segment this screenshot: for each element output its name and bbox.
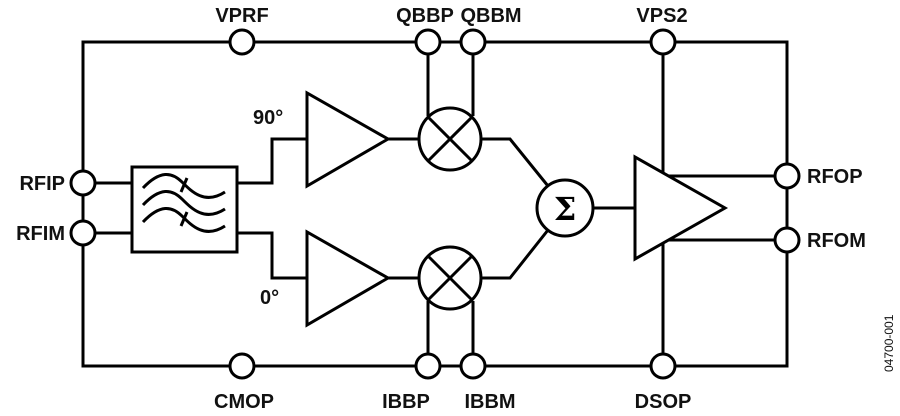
label-rfom: RFOM xyxy=(807,230,866,252)
summer-symbol: Σ xyxy=(554,190,577,228)
pin-cmop xyxy=(228,352,256,380)
pin-ibbm xyxy=(459,352,487,380)
label-vprf: VPRF xyxy=(215,5,268,27)
label-ibbp: IBBP xyxy=(382,391,430,413)
figure-number: 04700-001 xyxy=(882,314,896,372)
pin-dsop xyxy=(649,352,677,380)
pin-qbbp xyxy=(414,28,442,56)
pin-qbbm xyxy=(459,28,487,56)
pin-rfom xyxy=(773,226,801,254)
pin-rfop xyxy=(773,162,801,190)
label-dsop: DSOP xyxy=(635,391,692,413)
label-ibbm: IBBM xyxy=(464,391,515,413)
label-qbbm: QBBM xyxy=(460,5,521,27)
label-cmop: CMOP xyxy=(214,391,274,413)
output-amp xyxy=(633,154,729,262)
mixer-i xyxy=(417,245,483,311)
mixer-q xyxy=(417,106,483,172)
buffer-amp-i xyxy=(305,229,392,328)
label-rfop: RFOP xyxy=(807,166,863,188)
label-vps2: VPS2 xyxy=(636,5,687,27)
label-rfim: RFIM xyxy=(16,223,65,245)
polyphase-filter xyxy=(96,165,239,254)
pin-vprf xyxy=(228,28,256,56)
buffer-amp-q xyxy=(305,90,392,189)
label-0-degrees: 0° xyxy=(260,287,279,309)
label-rfip: RFIP xyxy=(19,173,65,195)
pin-ibbp xyxy=(414,352,442,380)
pin-vps2 xyxy=(649,28,677,56)
label-90-degrees: 90° xyxy=(253,107,283,129)
pin-rfip xyxy=(69,169,97,197)
pin-rfim xyxy=(69,219,97,247)
label-qbbp: QBBP xyxy=(396,5,454,27)
